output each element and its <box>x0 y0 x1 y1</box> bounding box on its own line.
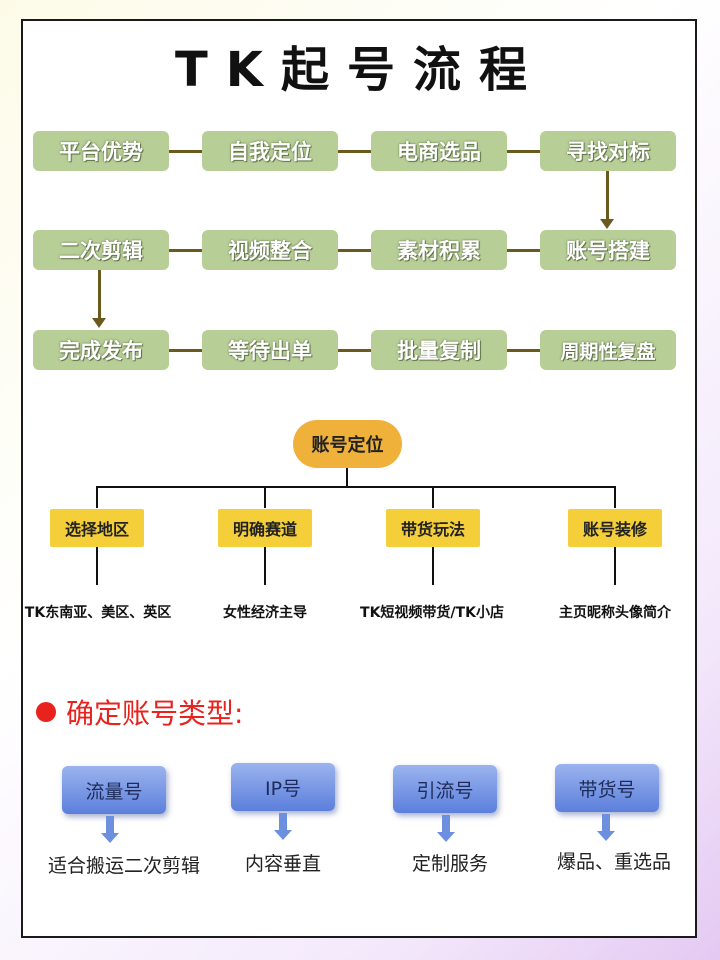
account-type-lead: 引流号 <box>393 765 497 813</box>
flow-connector <box>169 349 202 352</box>
flow-step-find-benchmark: 寻找对标 <box>540 131 676 171</box>
tree-line <box>614 547 616 585</box>
flow-connector <box>507 150 540 153</box>
tree-leaf-decoration-detail: 主页昵称头像简介 <box>559 605 671 621</box>
flow-step-periodic-review: 周期性复盘 <box>540 330 676 370</box>
account-type-ip: IP号 <box>231 763 335 811</box>
flow-step-batch-replicate: 批量复制 <box>371 330 507 370</box>
tree-branch-region: 选择地区 <box>50 509 144 547</box>
tree-branch-decoration: 账号装修 <box>568 509 662 547</box>
flow-connector <box>507 249 540 252</box>
tree-line <box>96 486 98 508</box>
tree-line <box>264 486 266 508</box>
tree-line <box>346 468 348 486</box>
tree-leaf-track-detail: 女性经济主导 <box>223 605 307 621</box>
tree-line <box>432 547 434 585</box>
section-heading-text: 确定账号类型: <box>66 697 244 730</box>
down-arrow-icon <box>101 816 119 843</box>
tree-line <box>614 486 616 508</box>
flow-step-account-setup: 账号搭建 <box>540 230 676 270</box>
account-type-traffic-desc: 适合搬运二次剪辑 <box>47 855 200 877</box>
tree-line <box>96 486 616 488</box>
tree-leaf-play-style-detail: TK短视频带货/TK小店 <box>360 605 504 621</box>
flow-step-video-integration: 视频整合 <box>202 230 338 270</box>
flow-connector <box>338 150 371 153</box>
bullet-icon <box>36 702 56 722</box>
down-arrow-icon <box>597 814 615 841</box>
flow-connector <box>507 349 540 352</box>
flow-connector <box>169 249 202 252</box>
tree-root: 账号定位 <box>293 420 402 468</box>
flow-connector <box>338 349 371 352</box>
flow-step-ecommerce-selection: 电商选品 <box>371 131 507 171</box>
flow-step-secondary-edit: 二次剪辑 <box>33 230 169 270</box>
flow-connector <box>169 150 202 153</box>
flow-step-platform-advantage: 平台优势 <box>33 131 169 171</box>
tree-leaf-region-detail: TK东南亚、美区、英区 <box>24 605 172 621</box>
flow-step-self-positioning: 自我定位 <box>202 131 338 171</box>
tree-line <box>264 547 266 585</box>
tree-line <box>432 486 434 508</box>
flow-step-wait-orders: 等待出单 <box>202 330 338 370</box>
flow-connector <box>338 249 371 252</box>
account-type-sales: 带货号 <box>555 764 659 812</box>
flow-step-publish: 完成发布 <box>33 330 169 370</box>
account-type-traffic: 流量号 <box>62 766 166 814</box>
account-type-lead-desc: 定制服务 <box>411 853 488 875</box>
account-type-sales-desc: 爆品、重选品 <box>556 851 671 873</box>
account-type-ip-desc: 内容垂直 <box>244 853 321 875</box>
flow-step-material-accumulation: 素材积累 <box>371 230 507 270</box>
flow-arrow-down <box>600 171 614 229</box>
section-heading-account-type: 确定账号类型: <box>36 692 243 732</box>
tree-line <box>96 547 98 585</box>
down-arrow-icon <box>437 815 455 842</box>
tree-branch-play-style: 带货玩法 <box>386 509 480 547</box>
down-arrow-icon <box>274 813 292 840</box>
page-title: TK起号流程 <box>175 42 545 98</box>
tree-branch-track: 明确赛道 <box>218 509 312 547</box>
flow-arrow-down <box>92 270 106 328</box>
